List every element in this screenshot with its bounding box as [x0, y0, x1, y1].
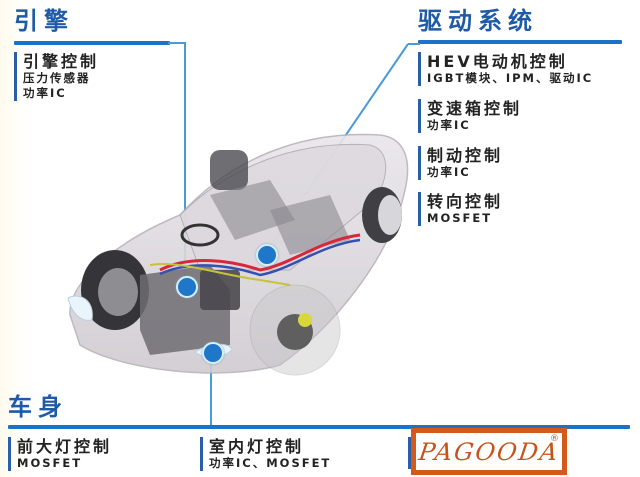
registered-mark-icon: ® — [550, 434, 559, 444]
interior-light-control-label: 室内灯控制 — [209, 437, 305, 456]
body-rule — [8, 425, 630, 429]
pagooda-logo: PAGOODA ® — [411, 428, 567, 475]
igbt-ipm-driver-label: IGBT模块、IPM、驱动IC — [427, 71, 594, 85]
interior-power-ic-mosfet-label: 功率IC、MOSFET — [209, 456, 332, 470]
logo-text: PAGOODA — [416, 437, 562, 466]
steering-control-item: 转向控制 MOSFET — [418, 192, 503, 226]
section-title-drivetrain: 驱动系统 — [418, 7, 538, 35]
steering-mosfet-label: MOSFET — [427, 211, 493, 225]
brake-control-item: 制动控制 功率IC — [418, 146, 503, 180]
section-title-body: 车身 — [8, 393, 68, 421]
engine-control-item: 引擎控制 压力传感器 功率IC — [14, 52, 99, 101]
drivetrain-rule — [418, 40, 622, 44]
transmission-control-label: 变速箱控制 — [427, 99, 523, 118]
drivetrain-dot-marker — [256, 244, 278, 266]
interior-light-control-item: 室内灯控制 功率IC、MOSFET — [200, 437, 331, 471]
engine-control-label: 引擎控制 — [23, 52, 100, 71]
engine-rule — [14, 41, 170, 45]
power-ic-label: 功率IC — [23, 86, 67, 100]
headlight-control-label: 前大灯控制 — [17, 437, 113, 456]
engine-connector-h — [168, 42, 185, 44]
hev-motor-control-label: HEV电动机控制 — [427, 52, 568, 71]
body-dot-marker — [202, 342, 224, 364]
engine-connector-v — [184, 42, 186, 285]
transmission-power-ic-label: 功率IC — [427, 118, 471, 132]
brake-control-label: 制动控制 — [427, 146, 504, 165]
section-title-engine: 引擎 — [14, 7, 74, 35]
brake-power-ic-label: 功率IC — [427, 165, 471, 179]
steering-control-label: 转向控制 — [427, 192, 504, 211]
headlight-control-item: 前大灯控制 MOSFET — [8, 437, 112, 471]
drivetrain-connector-h — [408, 43, 420, 45]
car-illustration — [67, 133, 409, 376]
logo-left-accent — [408, 437, 411, 469]
headlight-mosfet-label: MOSFET — [17, 456, 83, 470]
engine-dot-marker — [176, 276, 198, 298]
hev-motor-control-item: HEV电动机控制 IGBT模块、IPM、驱动IC — [418, 52, 593, 86]
transmission-control-item: 变速箱控制 功率IC — [418, 99, 522, 133]
pressure-sensor-label: 压力传感器 — [23, 71, 91, 85]
